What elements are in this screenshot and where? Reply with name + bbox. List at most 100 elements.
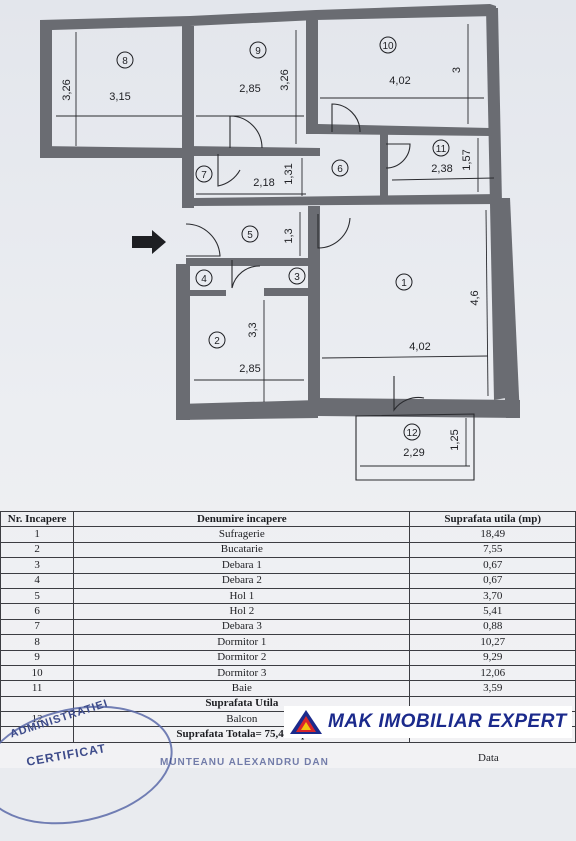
room-7-no: 7 [201,170,207,181]
room-no: 4 [0,572,75,589]
room-name: Hol 2 [73,603,411,620]
room-7-marker [195,165,213,183]
balcon-no: 12 [0,711,75,728]
room-name: Bucatarie [73,541,411,559]
room-2-marker [208,331,226,349]
room-area: 0,67 [409,572,576,589]
room-no: 7 [0,618,75,636]
room-4-marker [195,269,213,287]
room-12-height: 1,25 [449,429,461,450]
room-2-width: 2,85 [239,363,260,375]
room-10-height: 3 [451,67,463,73]
room-10-marker [379,36,397,54]
entry-arrow-icon [132,230,166,254]
room-8-height: 3,26 [61,79,73,100]
header-area: Suprafata utila (mp) [409,510,576,528]
room-no: 9 [0,649,75,666]
room-9-marker [249,41,267,59]
room-area: 3,70 [409,587,576,605]
room-1-height: 4,6 [469,290,481,305]
room-name: Sufragerie [73,526,411,543]
room-area: 10,27 [409,634,576,651]
room-12-marker [403,423,421,441]
doors [185,103,425,412]
room-no: 6 [0,603,75,620]
room-2-height: 3,3 [247,322,259,337]
dimension-lines [56,24,495,467]
room-11-width: 2,38 [431,163,452,175]
room-no: 11 [0,680,75,697]
room-1-width: 4,02 [409,341,430,353]
room-8-marker [116,51,134,69]
room-5-height: 1,3 [283,228,295,243]
agency-logo: MAK IMOBILIAR EXPERT [284,706,572,738]
dimension-labels: 3,15 3,26 2,85 3,26 4,02 3 2,18 1,31 2,3… [61,67,481,459]
room-7-width: 2,18 [253,177,274,189]
room-10-width: 4,02 [389,75,410,87]
header-room-name: Denumire incapere [73,510,411,528]
room-5-no: 5 [247,230,253,241]
room-11-no: 11 [436,144,447,155]
header-room-no: Nr. Incapere [0,510,75,528]
room-12-no: 12 [406,428,418,439]
room-no: 8 [0,634,75,651]
room-name: Hol 1 [73,587,411,605]
room-10-no: 10 [382,41,394,52]
room-area-table: Nr. Incapere Denumire incapere Suprafata… [0,510,576,743]
room-area: 0,67 [409,557,576,574]
room-no: 10 [0,664,75,682]
room-name: Dormitor 1 [73,634,411,651]
room-11-marker [432,139,450,157]
stamp-line-3: MUNTEANU ALEXANDRU DAN [160,757,329,768]
room-4-no: 4 [201,274,207,285]
room-2-no: 2 [214,336,220,347]
room-9-height: 3,26 [279,69,291,90]
room-6-marker [331,159,349,177]
room-area: 9,29 [409,649,576,666]
room-name: Dormitor 3 [73,664,411,682]
room-no: 3 [0,557,75,574]
room-1-marker [395,273,413,291]
floor-plan: 8 9 10 7 6 11 5 1 4 3 2 12 3,15 3,26 2,8… [40,4,520,481]
room-name: Debara 2 [73,572,411,589]
table-header-row: Nr. Incapere Denumire incapere Suprafata… [0,510,576,528]
room-markers: 8 9 10 7 6 11 5 1 4 3 2 12 [116,36,450,441]
room-8-no: 8 [122,56,128,67]
logo-triangle-icon [290,710,322,734]
room-no: 2 [0,541,75,559]
room-11-height: 1,57 [461,149,473,170]
room-3-no: 3 [294,272,300,283]
room-9-no: 9 [255,46,261,57]
room-name: Baie [73,680,411,697]
room-area: 5,41 [409,603,576,620]
room-6-no: 6 [337,164,343,175]
room-8-width: 3,15 [109,91,130,103]
exterior-walls [40,4,520,481]
room-12-width: 2,29 [403,447,424,459]
room-area: 18,49 [409,526,576,543]
room-area: 7,55 [409,541,576,559]
room-area: 12,06 [409,664,576,682]
room-3-marker [288,267,306,285]
room-5-marker [241,225,259,243]
room-area: 0,88 [409,618,576,636]
room-no: 5 [0,587,75,605]
room-6-height: 1,31 [283,163,295,184]
date-label: Data [478,752,499,764]
room-name: Debara 3 [73,618,411,636]
room-area: 3,59 [409,680,576,697]
logo-text: MAK IMOBILIAR EXPERT [328,711,567,732]
room-name: Debara 1 [73,557,411,574]
room-9-width: 2,85 [239,83,260,95]
